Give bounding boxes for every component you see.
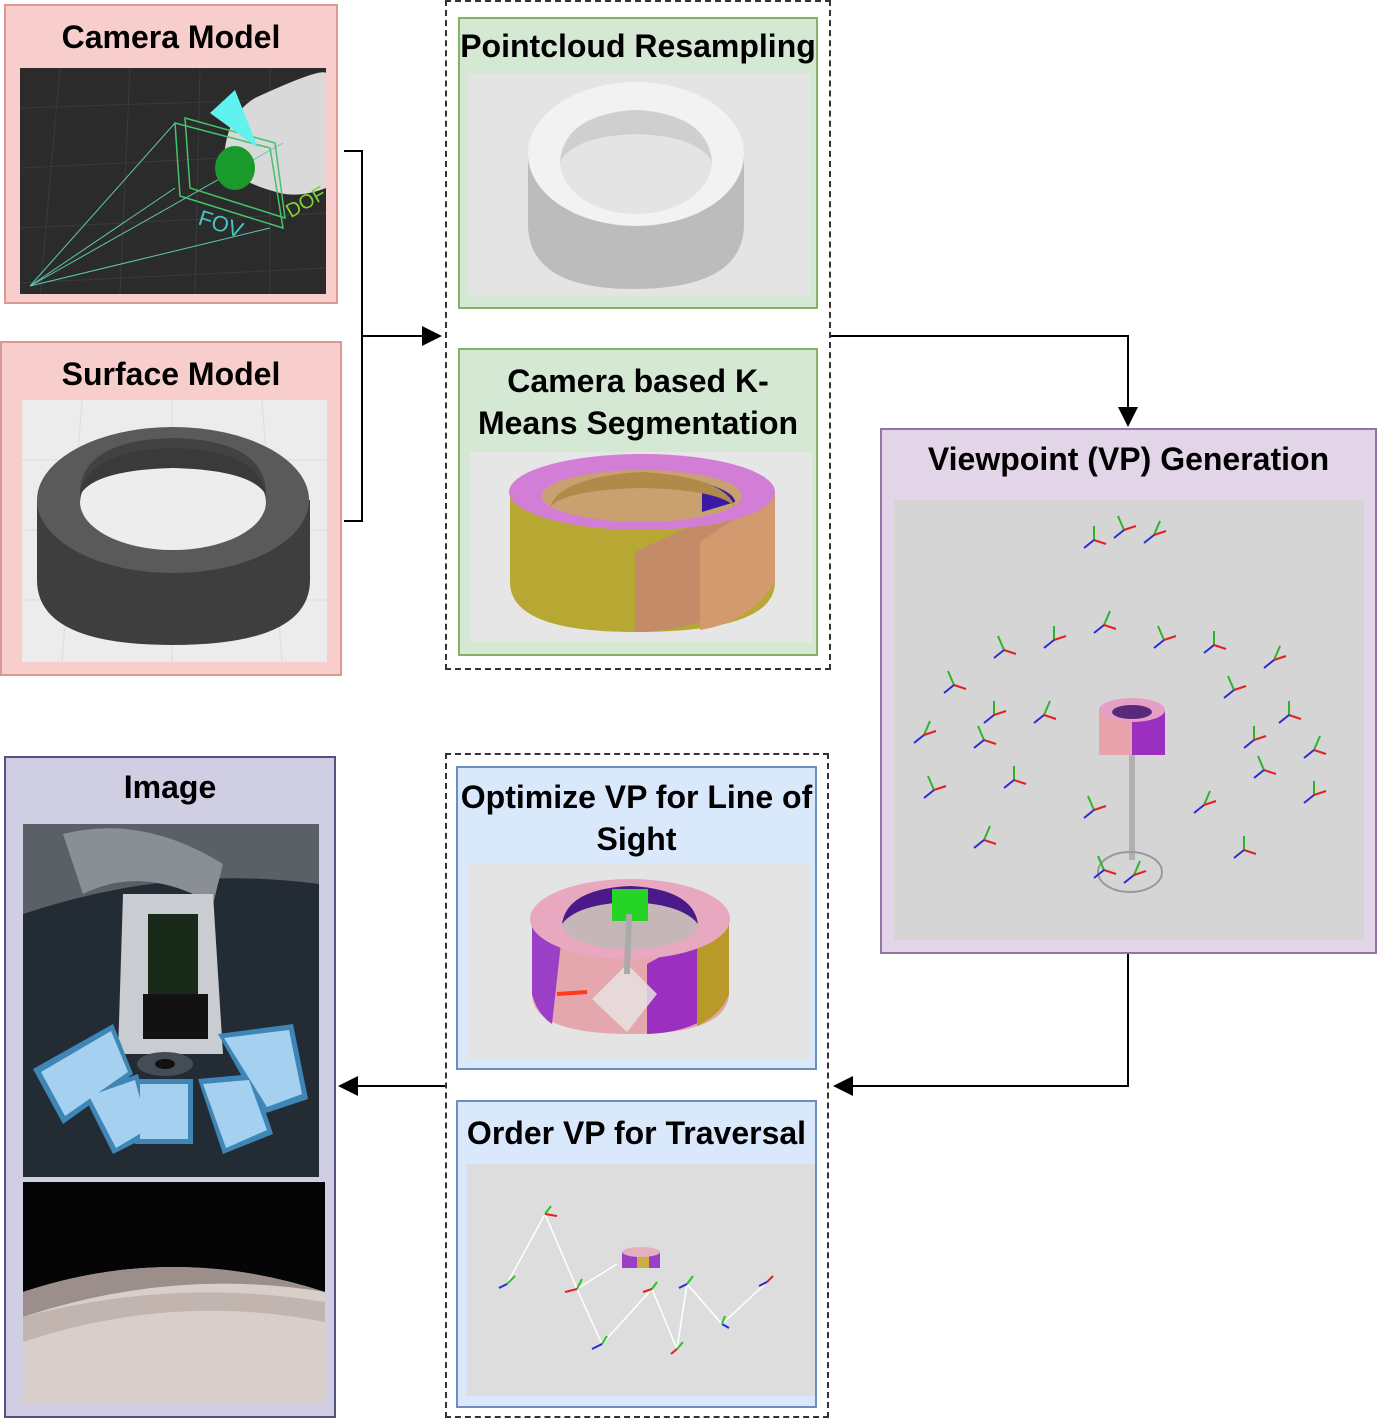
arrow-to-vp-generation	[831, 335, 1138, 427]
surface-model-panel: Surface Model	[0, 341, 342, 676]
image-panel: Image	[4, 756, 336, 1418]
optimize-vp-image	[467, 864, 809, 1060]
order-vp-panel: Order VP for Traversal	[456, 1100, 817, 1408]
kmeans-title-line2: Means Segmentation	[477, 405, 799, 441]
viewpoint-generation-panel: Viewpoint (VP) Generation	[880, 428, 1377, 954]
merge-bracket	[344, 150, 363, 522]
robot-photo	[23, 824, 319, 1177]
kmeans-title-line1: Camera based K-	[507, 363, 769, 399]
kmeans-segmentation-image	[470, 452, 812, 642]
order-vp-title: Order VP for Traversal	[466, 1115, 807, 1151]
pointcloud-resampling-title: Pointcloud Resampling	[460, 28, 816, 64]
captured-surface-photo	[23, 1182, 325, 1404]
optimize-vp-panel: Optimize VP for Line of Sight	[456, 766, 817, 1070]
planning-group	[445, 753, 829, 1418]
surface-model-title: Surface Model	[61, 356, 281, 392]
fov-label: FOV	[195, 205, 246, 243]
arrow-to-optimize	[833, 953, 1129, 1096]
preprocessing-group	[445, 0, 831, 670]
camera-model-panel: Camera Model FOV DOF	[4, 4, 338, 304]
viewpoint-generation-image	[894, 500, 1364, 940]
pointcloud-resampling-image	[468, 74, 810, 296]
surface-model-image	[22, 400, 327, 662]
optimize-title-line2: Sight	[596, 821, 677, 857]
camera-model-image: FOV DOF	[20, 68, 326, 294]
order-vp-image	[467, 1164, 815, 1396]
pointcloud-resampling-panel: Pointcloud Resampling	[458, 17, 818, 309]
camera-model-title: Camera Model	[61, 19, 281, 55]
kmeans-segmentation-panel: Camera based K- Means Segmentation	[458, 348, 818, 656]
image-title: Image	[123, 769, 217, 805]
viewpoint-generation-title: Viewpoint (VP) Generation	[927, 441, 1330, 477]
optimize-title-line1: Optimize VP for Line of	[460, 779, 813, 815]
